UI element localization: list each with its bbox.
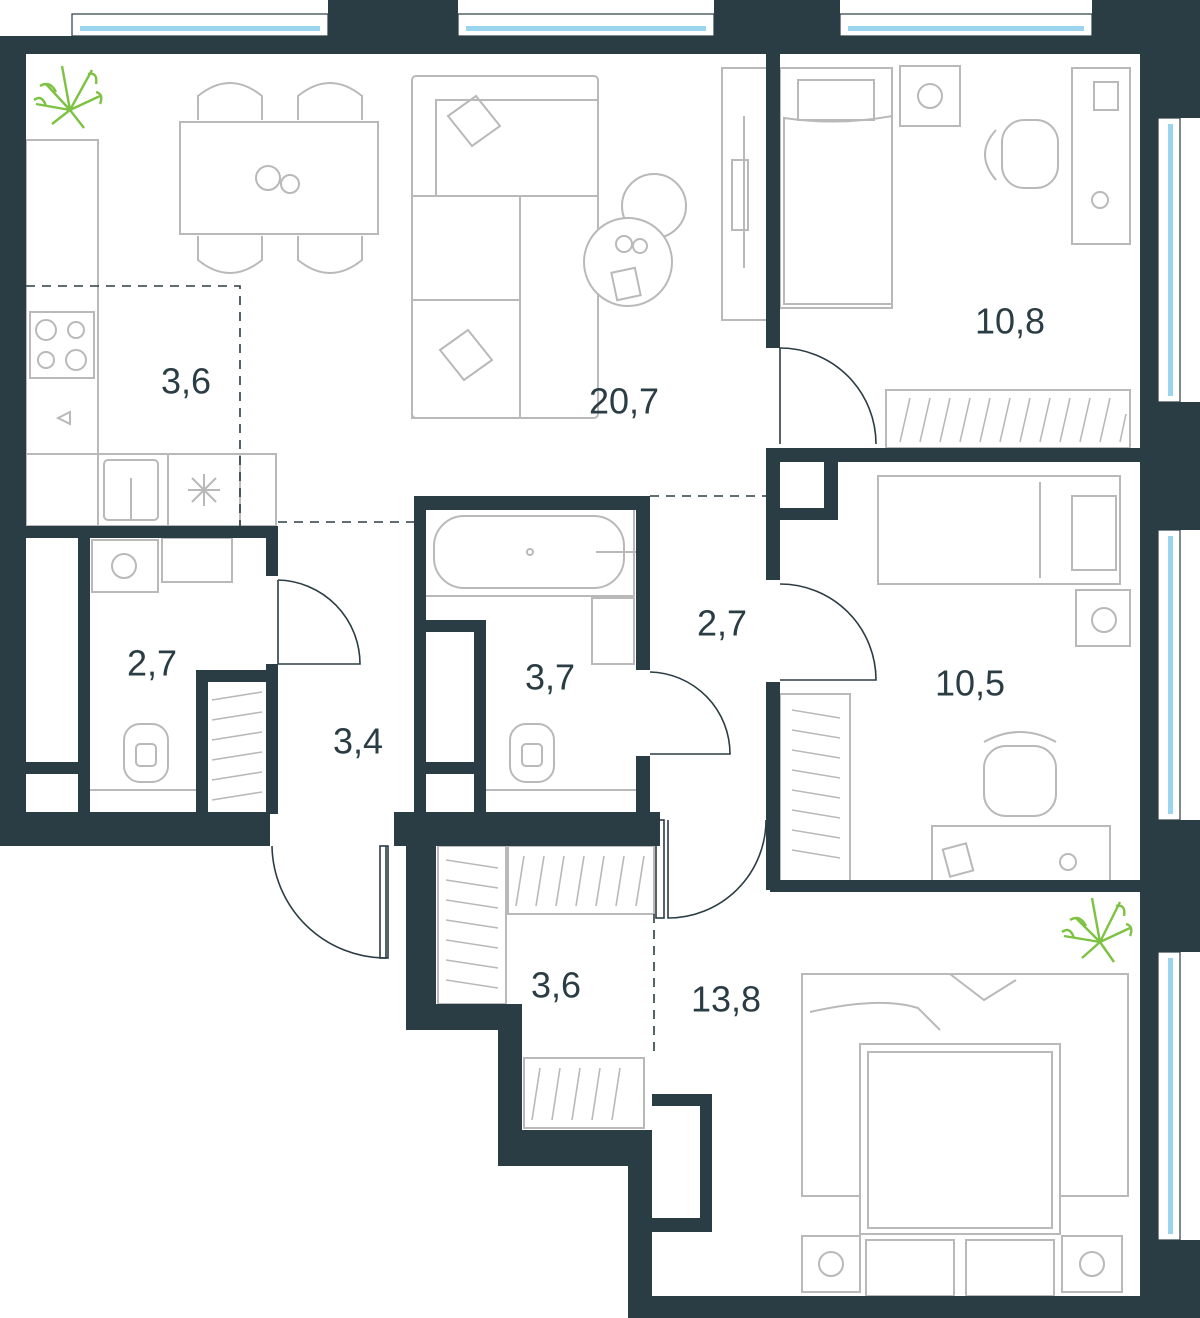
dining-table-icon bbox=[179, 82, 379, 274]
bed-icon bbox=[877, 475, 1121, 585]
wardrobe-icon bbox=[885, 389, 1131, 449]
nightstand-icon bbox=[1061, 1235, 1123, 1293]
room-area-wardrobe: 3,6 bbox=[531, 965, 581, 1006]
nightstand-icon bbox=[801, 1235, 861, 1293]
plant-icon bbox=[1061, 897, 1133, 963]
chair-icon bbox=[984, 119, 1059, 189]
room-area-hallway-entry: 3,4 bbox=[333, 721, 383, 762]
nightstand-icon bbox=[899, 65, 961, 127]
sink-icon bbox=[591, 597, 635, 665]
sofa-icon bbox=[411, 75, 599, 419]
furniture bbox=[25, 65, 1133, 1297]
room-area-bedroom-master: 13,8 bbox=[691, 979, 761, 1020]
plant-icon bbox=[33, 65, 103, 129]
room-area-bedroom-top-right: 10,8 bbox=[975, 301, 1045, 342]
room-area-kitchen: 3,6 bbox=[161, 361, 211, 402]
doors bbox=[271, 347, 877, 959]
room-area-bathroom-left: 2,7 bbox=[127, 643, 177, 684]
room-area-bedroom-middle-right: 10,5 bbox=[935, 663, 1005, 704]
toilet-icon bbox=[509, 723, 555, 783]
fridge-icon bbox=[167, 454, 241, 526]
zone-dividers bbox=[26, 285, 766, 1058]
bathtub-icon bbox=[423, 507, 636, 597]
chair-icon bbox=[983, 731, 1057, 817]
sink-icon bbox=[161, 537, 233, 583]
room-area-corridor: 2,7 bbox=[697, 603, 747, 644]
tv-icon bbox=[721, 67, 771, 321]
room-area-bathroom-center: 3,7 bbox=[525, 657, 575, 698]
room-area-living: 20,7 bbox=[589, 381, 659, 422]
toilet-icon bbox=[123, 723, 169, 783]
nightstand-icon bbox=[1075, 589, 1131, 647]
stove-icon bbox=[29, 311, 95, 379]
bed-icon bbox=[779, 67, 893, 309]
bed-icon bbox=[801, 973, 1129, 1297]
washing-machine-icon bbox=[91, 539, 159, 593]
desk-icon bbox=[1071, 67, 1131, 245]
area-labels: 3,6 20,7 10,8 2,7 3,4 3,7 2,7 10,5 3,6 1… bbox=[127, 301, 1045, 1020]
